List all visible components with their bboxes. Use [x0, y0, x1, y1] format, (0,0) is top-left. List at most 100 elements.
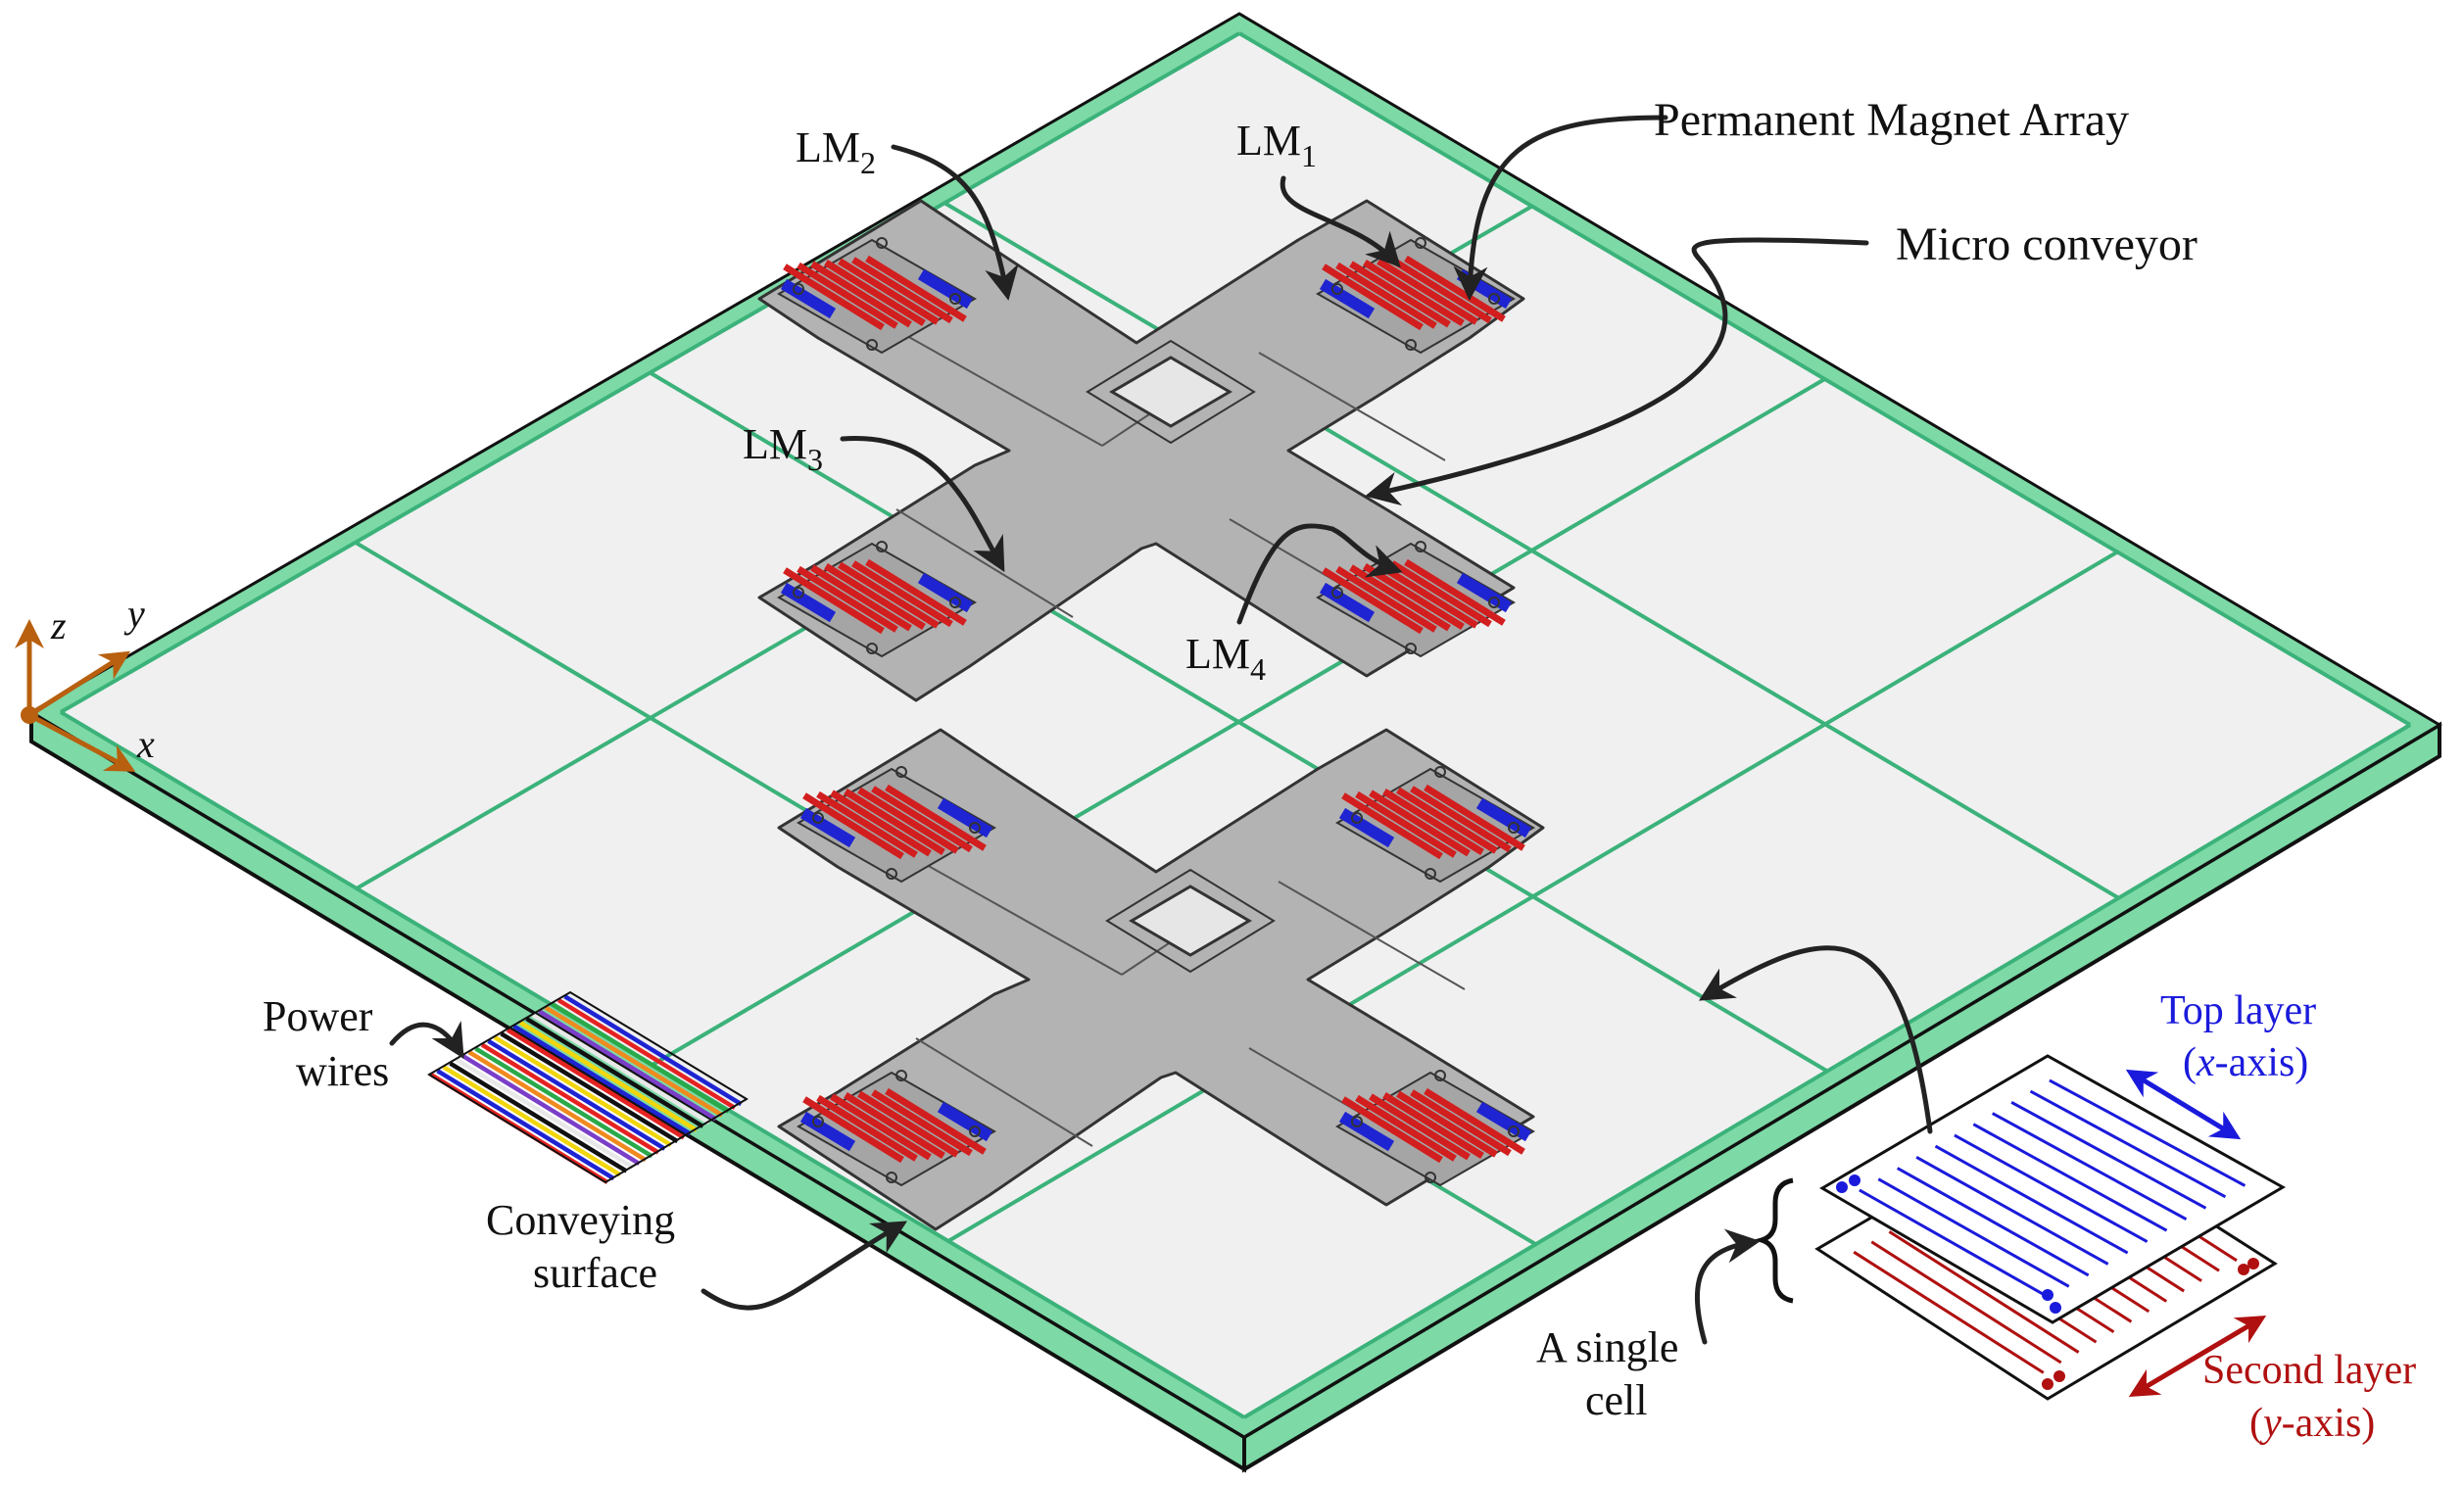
power-wire [563, 994, 743, 1107]
permanent-magnet-array [799, 1087, 993, 1164]
grid-line [946, 550, 2119, 1243]
power-wire [461, 1054, 641, 1166]
magnet-end-blue [799, 807, 856, 848]
mounting-hole [895, 766, 907, 778]
magnet-bar-red [1424, 784, 1525, 851]
conveying-surface-leader [701, 1221, 908, 1311]
coil-trace-red [1870, 1240, 2062, 1365]
coil-terminal [2050, 1302, 2061, 1314]
x-axis-label: x [136, 722, 155, 766]
magnet-bar-red [783, 263, 885, 331]
magnet-end-blue [1319, 582, 1376, 623]
grid-line [1237, 31, 2412, 727]
magnet-bar-red [844, 789, 945, 855]
magnet-bar-red [802, 792, 904, 860]
magnet-bar-red [797, 262, 898, 329]
magnet-bar-red [857, 1090, 959, 1158]
permanent-magnet-array [1338, 784, 1532, 860]
magnet-end-blue [937, 1101, 993, 1142]
magnet-bar-red [1335, 262, 1437, 329]
magnet-bar-red [1390, 257, 1492, 324]
coil-terminal [1836, 1181, 1848, 1193]
magnet-bar-red [1377, 258, 1478, 325]
magnet-end-blue [1338, 1111, 1395, 1152]
mounting-hole [1405, 339, 1417, 351]
magnet-bar-red [1349, 261, 1451, 328]
y-axis-label: y [123, 592, 145, 636]
coil-trace-blue [1915, 1155, 2109, 1266]
y-axis-arrow [27, 650, 131, 718]
conveyor-panel-edge [915, 1037, 1093, 1147]
mounting-hole [866, 643, 878, 654]
magnet-bar-red [816, 790, 918, 858]
lm2-leader [891, 144, 1019, 301]
magnet-bar-red [816, 1094, 918, 1162]
mounting-hole [886, 868, 897, 880]
mounting-hole [1415, 237, 1426, 249]
second-layer-label-line1: Second layer [2202, 1348, 2416, 1393]
coil-trace-blue [1954, 1133, 2149, 1243]
coil-trace-blue [1859, 1188, 2051, 1300]
conveyor-center-hole [1129, 885, 1252, 957]
power-wire [525, 1017, 704, 1128]
magnet-bar-red [1341, 792, 1443, 860]
mounting-hole [1434, 766, 1446, 778]
permanent-magnet-array [1338, 1087, 1532, 1164]
magnet-bar-red [1369, 1093, 1471, 1161]
magnet-bar-red [851, 560, 953, 628]
power-wire [506, 1028, 686, 1140]
power-wire [518, 1020, 699, 1132]
lm4-label: LM4 [1185, 630, 1266, 687]
power-wire [455, 1057, 635, 1170]
permanent-magnet-array [799, 784, 993, 860]
magnet-end-blue [780, 278, 837, 319]
coil-trace-red [1853, 1250, 2045, 1374]
power-wire [538, 1009, 717, 1122]
magnet-bar-red [857, 787, 959, 854]
magnet-bar-red [844, 1092, 945, 1159]
magnet-bar-red [1382, 789, 1484, 855]
mounting-hole [1488, 293, 1500, 305]
magnet-bar-red [865, 558, 967, 626]
power-wire [551, 1001, 730, 1114]
power-wires-label-line2: wires [296, 1047, 389, 1095]
second-layer-direction-arrow [2128, 1315, 2267, 1398]
permanent-magnet-array-leader [1453, 115, 1668, 301]
magnet-bar-red [1396, 787, 1498, 854]
top-layer-traces [1836, 1078, 2247, 1314]
single-cell-leader [1694, 1228, 1761, 1345]
magnet-bar-red [1396, 1090, 1498, 1158]
mounting-hole [895, 1070, 907, 1081]
magnet-bar-red [810, 564, 912, 632]
conveyor-center-frame [1086, 339, 1256, 445]
power-wire [493, 1035, 673, 1147]
magnet-bar-red [824, 260, 926, 326]
magnet-bar-red [1390, 560, 1492, 628]
single-cell-label-line2: cell [1585, 1376, 1648, 1424]
magnet-bar-red [1363, 260, 1465, 326]
mounting-hole [866, 339, 878, 351]
magnet-bar-red [824, 563, 926, 630]
power-wire [429, 1073, 609, 1184]
coil-terminal [2042, 1378, 2053, 1390]
mounting-hole [793, 283, 804, 295]
magnet-bar-red [1349, 564, 1451, 632]
power-wire [474, 1046, 653, 1159]
magnet-bar-red [802, 1096, 904, 1164]
magnet-end-blue [1475, 797, 1532, 838]
mounting-hole [1405, 643, 1417, 654]
magnet-end-blue [799, 1111, 856, 1152]
lm1-leader [1280, 175, 1401, 268]
magnet-end-blue [937, 797, 993, 838]
power-wires-label-line1: Power [263, 992, 373, 1040]
magnet-bar-red [851, 257, 953, 324]
magnet-bar-red [838, 561, 940, 629]
power-wire [442, 1065, 622, 1177]
mounting-hole [1331, 283, 1343, 295]
mounting-hole [949, 597, 961, 608]
permanent-magnet-array [780, 558, 974, 635]
mounting-hole [1331, 587, 1343, 599]
grid-line [1242, 723, 2412, 1419]
top-layer-label-line2: (x-axis) [2183, 1040, 2308, 1085]
magnet-bar-red [1424, 1087, 1525, 1155]
